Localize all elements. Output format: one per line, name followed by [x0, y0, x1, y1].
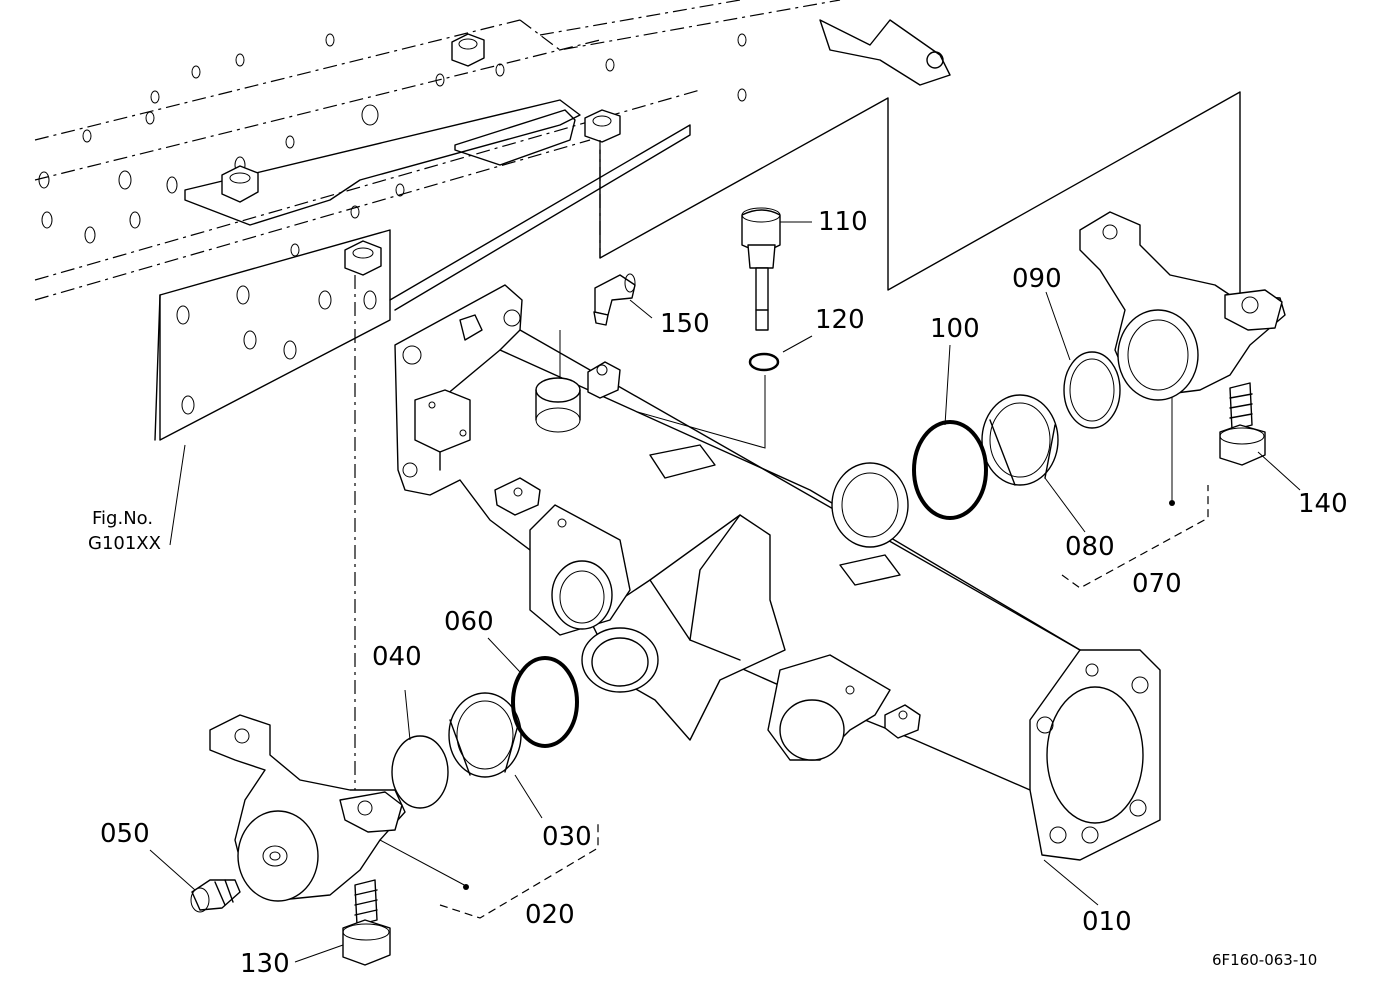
left-bolt: [342, 879, 391, 966]
fig-ref-line2: G101XX: [88, 533, 161, 554]
label-030: 030: [542, 822, 592, 852]
bushing-left: [448, 692, 522, 778]
label-010: 010: [1082, 907, 1132, 937]
label-020: 020: [525, 900, 575, 930]
label-100: 100: [930, 314, 980, 344]
label-150: 150: [660, 309, 710, 339]
label-090: 090: [1012, 264, 1062, 294]
label-120: 120: [815, 305, 865, 335]
right-bolt: [1219, 382, 1266, 466]
label-070: 070: [1132, 569, 1182, 599]
fig-ref-line1: Fig.No.: [92, 508, 153, 529]
frame-outline: [34, 0, 951, 441]
right-support: [1079, 211, 1286, 401]
fig-reference: Fig.No. G101XX: [88, 508, 161, 554]
axle-housing: [394, 284, 1161, 861]
drawing-code: 6F160-063-10: [1212, 951, 1317, 969]
o-ring-small: [748, 352, 780, 372]
o-ring-left: [511, 656, 579, 748]
label-040: 040: [372, 642, 422, 672]
left-support: [209, 714, 406, 902]
assembly-lines: [354, 91, 1241, 919]
elbow-fitting: [593, 273, 636, 326]
dipstick: [741, 207, 781, 331]
left-plug: [190, 879, 241, 913]
o-ring-right: [912, 420, 988, 520]
cap-left: [391, 735, 449, 809]
frame-nuts: [221, 33, 621, 276]
label-leaders: [149, 221, 1301, 963]
label-060: 060: [444, 607, 494, 637]
label-130: 130: [240, 949, 290, 979]
part-labels: 110 120 150 100 090 140 080 070 060 040 …: [100, 207, 1348, 979]
bushing-right: [981, 394, 1059, 486]
shim-right: [1063, 351, 1121, 429]
label-080: 080: [1065, 532, 1115, 562]
label-050: 050: [100, 819, 150, 849]
frame-holes: [38, 33, 747, 415]
label-110: 110: [818, 207, 868, 237]
label-140: 140: [1298, 489, 1348, 519]
